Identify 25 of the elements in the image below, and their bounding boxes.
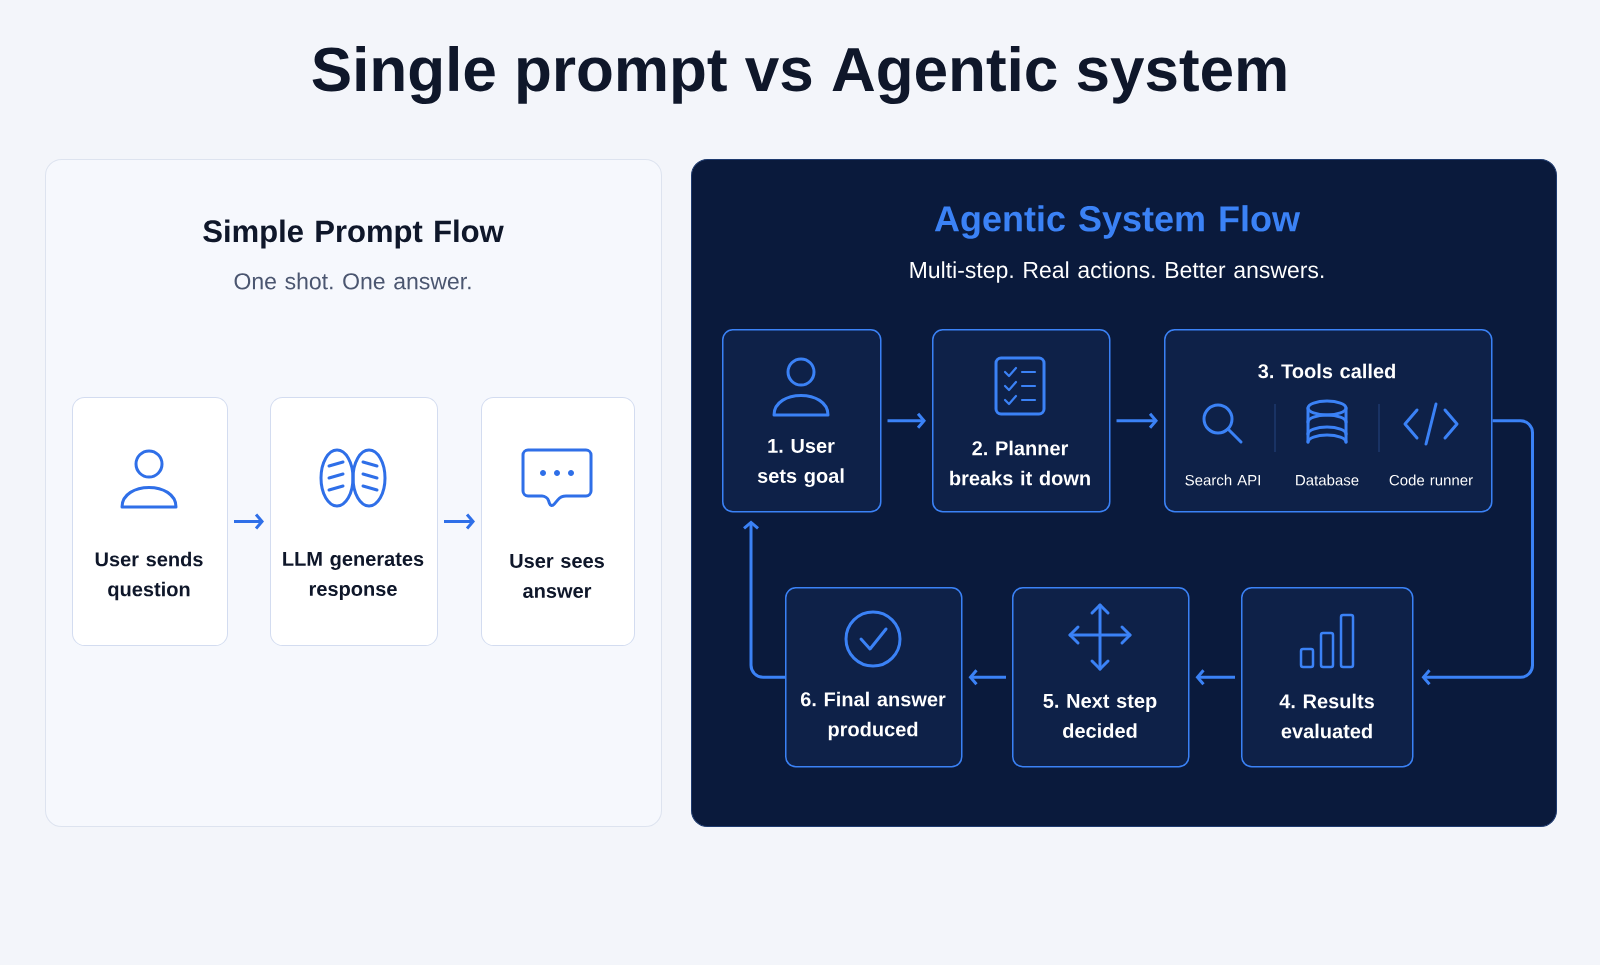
panel-subtitle: Multi-step. Real actions. Better answers. bbox=[910, 261, 1324, 283]
tool-label: Search API bbox=[1185, 474, 1260, 486]
step-label: 1. User sets goal bbox=[757, 439, 844, 487]
step-label: 2. Planner breaks it down bbox=[950, 440, 1090, 486]
panel-heading: Agentic System Flow bbox=[934, 205, 1301, 239]
step-label: LLM generates response bbox=[283, 552, 424, 600]
step-label: User sends question bbox=[95, 551, 203, 601]
panel-heading: Simple Prompt Flow bbox=[203, 219, 504, 249]
step-label: 5. Next step decided bbox=[1043, 694, 1157, 738]
step-label: User sees answer bbox=[510, 554, 604, 598]
tool-label: Database bbox=[1296, 474, 1359, 486]
step-label: 6. Final answer produced bbox=[800, 691, 946, 741]
step-label: 4. Results evaluated bbox=[1279, 693, 1374, 739]
arrow bbox=[887, 412, 926, 429]
arrow bbox=[444, 513, 475, 530]
arrow bbox=[968, 669, 1006, 686]
panel-subtitle: One shot. One answer. bbox=[234, 272, 471, 290]
step-label: 3. Tools called bbox=[1258, 363, 1395, 379]
arrow bbox=[1421, 419, 1534, 686]
arrow bbox=[234, 513, 264, 530]
title: Single prompt vs Agentic system bbox=[312, 45, 1286, 105]
tool-label: Code runner bbox=[1389, 474, 1473, 486]
arrow bbox=[1116, 412, 1158, 429]
arrow bbox=[743, 520, 785, 679]
arrow bbox=[1195, 669, 1235, 686]
